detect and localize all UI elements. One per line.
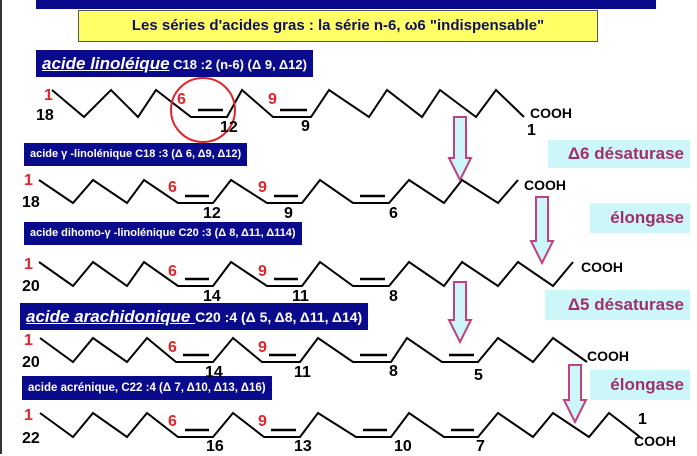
carbon-number: 6: [389, 205, 398, 222]
carbon-chain: [38, 178, 519, 205]
carbon-chain: [51, 88, 525, 119]
carbon-chain: [38, 260, 574, 288]
arrow-down-icon: [447, 281, 473, 345]
carbon-number: 20: [22, 354, 40, 371]
carbon-number: 9: [258, 179, 267, 196]
carbon-number: 1: [527, 122, 536, 139]
cooh-group: COOH: [587, 348, 629, 364]
carbon-number: 11: [294, 364, 311, 381]
enzyme-delta6-desaturase: Δ6 désaturase: [548, 140, 690, 168]
enzyme-elongase-1: élongase: [590, 203, 690, 233]
carbon-number: 18: [36, 107, 54, 124]
cooh-group: COOH: [634, 433, 676, 449]
carbon-number: 9: [284, 205, 293, 222]
arrow-down-icon: [562, 364, 588, 425]
title-bar: [36, 0, 656, 9]
molecule-name: acide arachidonique: [26, 307, 196, 326]
carbon-number: 9: [258, 263, 267, 280]
carbon-number: 10: [394, 438, 412, 455]
carbon-number: 1: [638, 411, 647, 428]
molecule-name: acide acrénique, C22 :4 (Δ 7, Δ10, Δ13, …: [28, 382, 266, 394]
cooh-group: COOH: [524, 177, 566, 193]
enzyme-delta5-desaturase: Δ5 désaturase: [545, 290, 690, 320]
highlight-circle: [170, 77, 236, 143]
enzyme-elongase-2: élongase: [590, 370, 690, 400]
carbon-number: 6: [168, 263, 177, 280]
carbon-number: 1: [24, 256, 33, 273]
carbon-number: 12: [203, 205, 221, 222]
label-linoleic: acide linoléique C18 :2 (n-6) (Δ 9, Δ12): [36, 50, 313, 77]
carbon-number: 1: [24, 172, 33, 189]
carbon-number: 9: [258, 413, 267, 430]
carbon-number: 1: [24, 332, 33, 349]
molecule-formula: C20 :4 (Δ 5, Δ8, Δ11, Δ14): [195, 309, 363, 325]
carbon-number: 20: [22, 278, 40, 295]
label-gamma-linolenic: acide γ -linolénique C18 :3 (Δ 6, Δ9, Δ1…: [24, 143, 248, 166]
carbon-number: 8: [389, 363, 398, 380]
carbon-number: 16: [206, 438, 224, 455]
molecule-name: acide linoléique: [42, 54, 170, 73]
carbon-number: 22: [22, 430, 40, 447]
carbon-chain: [39, 336, 588, 364]
molecule-name: acide dihomo-γ -linolénique C20 :3 (Δ 8,…: [30, 227, 296, 239]
carbon-number: 9: [258, 339, 267, 356]
carbon-number: 6: [168, 179, 177, 196]
carbon-number: 12: [220, 119, 238, 136]
carbon-number: 1: [24, 407, 33, 424]
carbon-number: 9: [301, 118, 310, 135]
label-arachidonic: acide arachidonique C20 :4 (Δ 5, Δ8, Δ11…: [20, 303, 369, 330]
carbon-number: 7: [476, 438, 485, 455]
carbon-number: 8: [389, 288, 398, 305]
carbon-number: 6: [168, 413, 177, 430]
arrow-down-icon: [529, 196, 555, 266]
cooh-group: COOH: [581, 259, 623, 275]
carbon-number: 11: [292, 288, 309, 305]
label-dihomo-gamma-linolenic: acide dihomo-γ -linolénique C20 :3 (Δ 8,…: [24, 222, 302, 245]
carbon-number: 13: [294, 438, 312, 455]
carbon-number: 5: [474, 367, 483, 384]
carbon-number: 14: [203, 288, 221, 305]
arrow-down-icon: [447, 116, 473, 183]
slide-subtitle: Les séries d'acides gras : la série n-6,…: [78, 10, 598, 42]
molecule-formula: C18 :2 (n-6) (Δ 9, Δ12): [169, 57, 307, 72]
cooh-group: COOH: [530, 105, 572, 121]
carbon-number: 1: [44, 87, 53, 104]
carbon-number: 6: [168, 339, 177, 356]
carbon-number: 18: [22, 194, 40, 211]
carbon-number: 6: [177, 91, 186, 108]
label-acrenic: acide acrénique, C22 :4 (Δ 7, Δ10, Δ13, …: [22, 376, 272, 400]
carbon-chain: [39, 411, 641, 439]
molecule-name: acide γ -linolénique C18 :3 (Δ 6, Δ9, Δ1…: [30, 148, 242, 160]
carbon-number: 9: [268, 91, 277, 108]
carbon-number: 14: [205, 364, 223, 381]
